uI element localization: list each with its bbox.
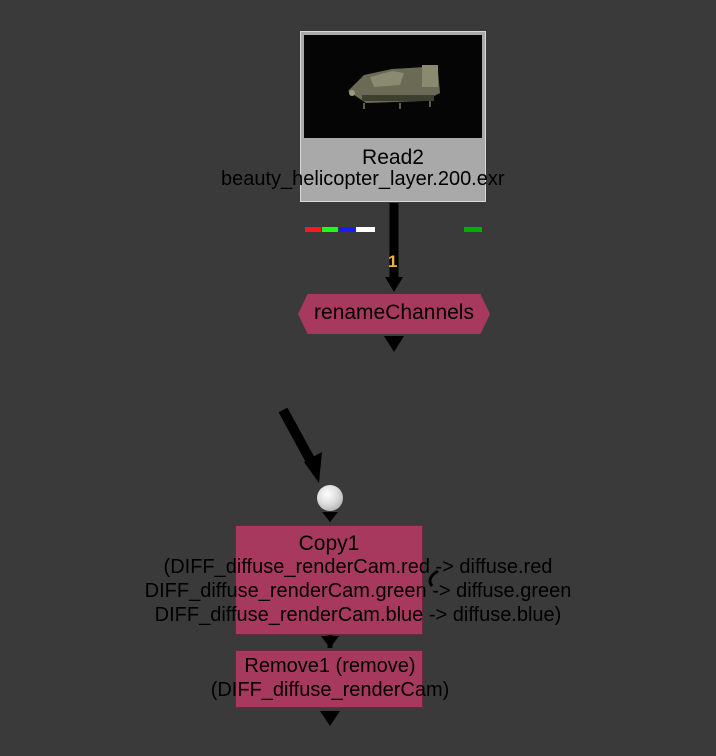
arrow-head-remove-input bbox=[321, 636, 339, 648]
arrow-head-dangling bbox=[304, 452, 322, 483]
input-number-label: 1 bbox=[388, 252, 398, 271]
read-node-filename: beauty_helicopter_layer.200.exr bbox=[221, 168, 505, 190]
arrow-head-rename-input bbox=[385, 277, 403, 292]
channel-green-indicator bbox=[322, 227, 338, 232]
copy-node-title: Copy1 bbox=[298, 532, 360, 555]
remove-node-channels: (DIFF_diffuse_renderCam) bbox=[210, 679, 450, 701]
remove-node[interactable] bbox=[235, 650, 423, 708]
channel-alpha-indicator bbox=[356, 227, 375, 232]
rename-channels-label: renameChannels bbox=[314, 301, 474, 324]
arrow-head-remove-output bbox=[320, 711, 340, 726]
read-node-title: Read2 bbox=[362, 146, 424, 169]
channel-red-indicator bbox=[305, 227, 321, 232]
copy-node-mapping-line: (DIFF_diffuse_renderCam.red -> diffuse.r… bbox=[163, 556, 553, 578]
rename-channels-node[interactable] bbox=[298, 294, 490, 334]
copy-node[interactable] bbox=[235, 525, 423, 635]
read-thumbnail bbox=[304, 35, 482, 138]
remove-node-title: Remove1 (remove) bbox=[244, 655, 416, 677]
channel-blue-indicator bbox=[339, 227, 355, 232]
arrow-head-rename-output bbox=[384, 336, 404, 352]
channel-extra-indicator bbox=[464, 227, 482, 232]
arrow-head-copy-input bbox=[322, 512, 338, 522]
dot-node[interactable] bbox=[317, 485, 343, 511]
pipe-dangling bbox=[278, 407, 318, 468]
copy-node-mapping-line: DIFF_diffuse_renderCam.green -> diffuse.… bbox=[144, 580, 572, 602]
read-node[interactable]: Read2 bbox=[300, 31, 486, 232]
helicopter-thumbnail-image bbox=[304, 35, 482, 138]
copy-node-mapping-line: DIFF_diffuse_renderCam.blue -> diffuse.b… bbox=[154, 604, 562, 626]
